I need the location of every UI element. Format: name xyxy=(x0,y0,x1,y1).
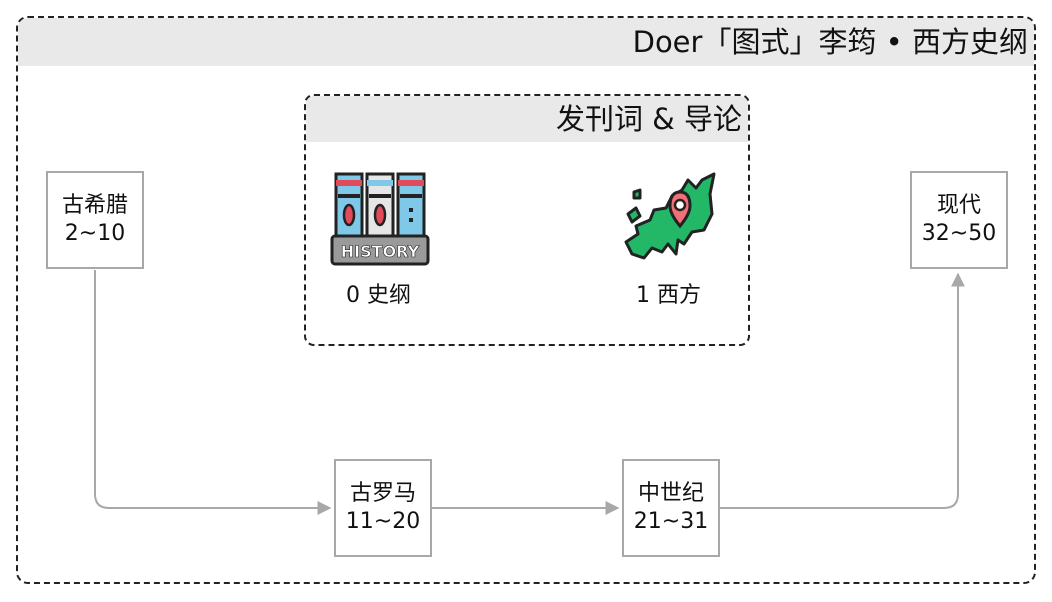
node-range: 32~50 xyxy=(921,221,997,246)
node-label: 古罗马 xyxy=(349,481,416,506)
europe-map-pin-icon xyxy=(624,172,716,260)
history-badge: HISTORY xyxy=(341,242,420,261)
node-label: 现代 xyxy=(936,193,981,218)
intro-caption-west: 1 西方 xyxy=(636,283,701,308)
intro-header: 发刊词 & 导论 xyxy=(306,96,748,142)
intro-title: 发刊词 & 导论 xyxy=(555,102,742,136)
node-modern[interactable]: 现代 32~50 xyxy=(910,171,1008,269)
outer-header: Doer「图式」李筠 • 西方史纲 xyxy=(18,18,1034,66)
node-label: 古希腊 xyxy=(61,193,128,218)
node-range: 21~31 xyxy=(633,509,709,534)
connector-medieval-modern xyxy=(720,272,965,509)
history-books-icon: HISTORY xyxy=(330,172,430,266)
intro-caption-history: 0 史纲 xyxy=(346,283,411,308)
intro-group: 发刊词 & 导论 xyxy=(304,94,750,346)
node-middle-ages[interactable]: 中世纪 21~31 xyxy=(622,459,720,557)
node-ancient-greece[interactable]: 古希腊 2~10 xyxy=(46,171,144,269)
node-ancient-rome[interactable]: 古罗马 11~20 xyxy=(334,459,432,557)
outer-frame: Doer「图式」李筠 • 西方史纲 xyxy=(16,16,1036,584)
frame-title: Doer「图式」李筠 • 西方史纲 xyxy=(632,25,1028,59)
node-label: 中世纪 xyxy=(637,481,704,506)
connector-greece-rome xyxy=(94,270,332,515)
node-range: 2~10 xyxy=(64,221,126,246)
node-range: 11~20 xyxy=(345,509,421,534)
